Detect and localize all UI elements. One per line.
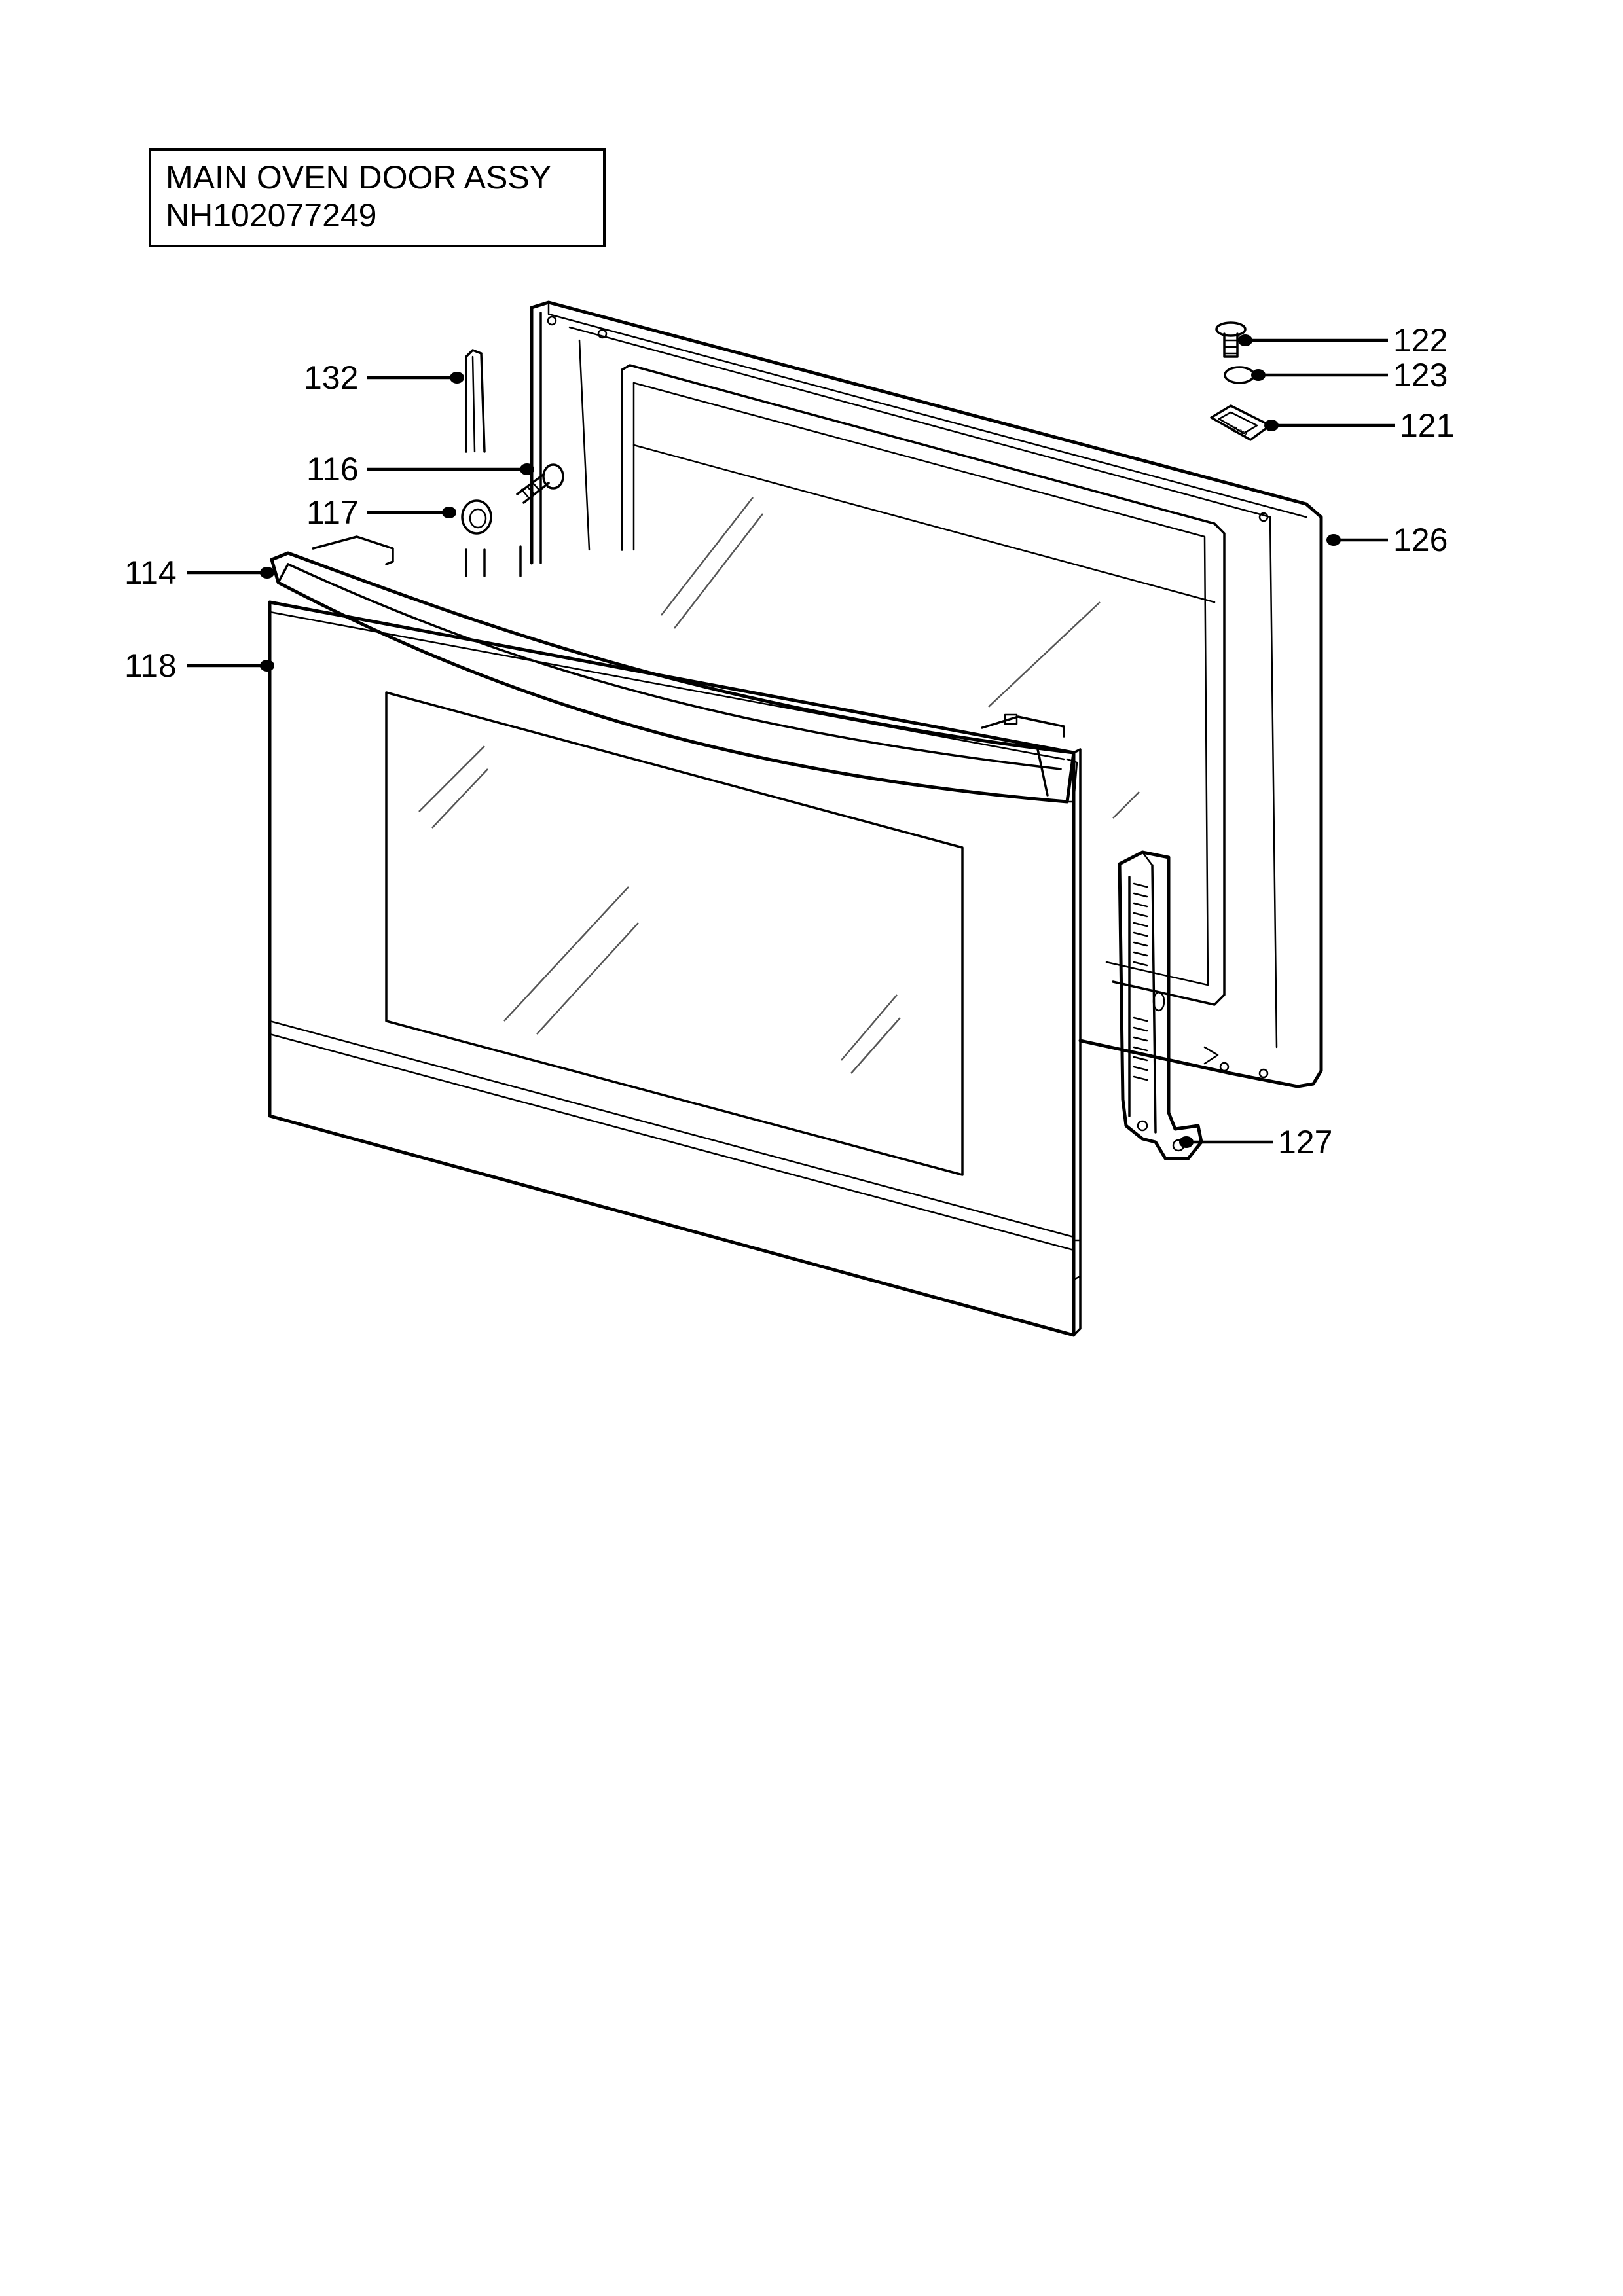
callout-127: 127 — [1179, 1124, 1332, 1160]
door-handle — [270, 551, 1078, 804]
callout-label-122: 122 — [1393, 322, 1448, 359]
handle-grommet — [461, 499, 492, 535]
assembly-part-number: NH102077249 — [166, 197, 377, 234]
handle-screw — [516, 463, 564, 504]
callout-126: 126 — [1326, 522, 1448, 558]
callout-116: 116 — [306, 451, 534, 488]
assembly-name: MAIN OVEN DOOR ASSY — [166, 159, 552, 196]
callout-121: 121 — [1264, 407, 1454, 444]
callout-114: 114 — [124, 554, 274, 591]
callout-label-127: 127 — [1278, 1124, 1332, 1160]
callout-label-117: 117 — [306, 494, 359, 531]
callout-label-114: 114 — [124, 554, 177, 591]
callout-label-132: 132 — [304, 359, 358, 396]
callout-label-116: 116 — [306, 451, 359, 488]
callout-label-118: 118 — [124, 647, 177, 684]
inner-door-panel — [530, 300, 1323, 1088]
callout-label-121: 121 — [1400, 407, 1454, 444]
top-fixing-screw — [1215, 321, 1247, 358]
washer — [1224, 366, 1255, 384]
callout-label-123: 123 — [1393, 357, 1448, 393]
callout-132: 132 — [304, 359, 464, 396]
callout-117: 117 — [306, 494, 456, 531]
retaining-clip: ccd — [1210, 404, 1271, 441]
diagram-title-box: MAIN OVEN DOOR ASSY NH102077249 — [149, 148, 606, 247]
callout-118: 118 — [124, 647, 274, 684]
callout-label-126: 126 — [1393, 522, 1448, 558]
callout-122: 122 — [1238, 322, 1448, 359]
callout-123: 123 — [1251, 357, 1448, 393]
outer-door-glass — [268, 535, 1082, 1337]
side-trim-strip — [465, 349, 522, 577]
door-hinge — [1118, 850, 1203, 1160]
